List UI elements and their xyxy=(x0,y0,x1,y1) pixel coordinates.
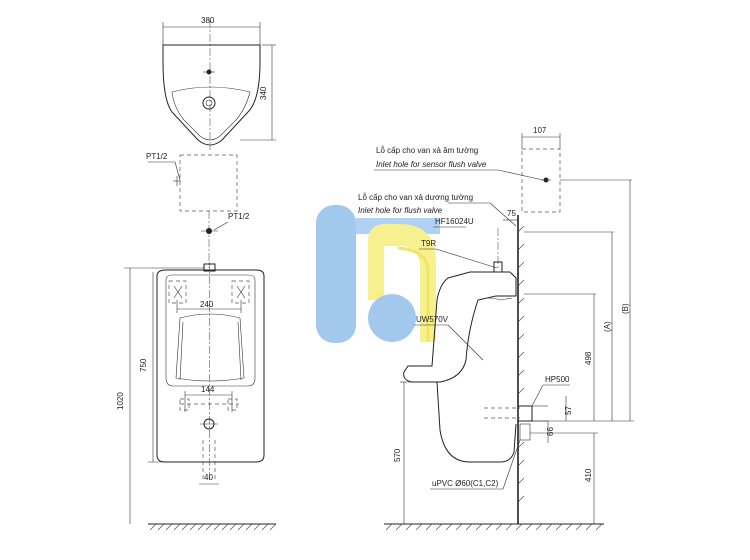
top-view-bowl xyxy=(171,86,251,141)
urinal-front-outline xyxy=(156,269,265,463)
label-flush-vn: Lỗ cấp cho van xả dương tường xyxy=(358,193,473,202)
urinal-front-bowl xyxy=(175,313,245,382)
wall-hatch xyxy=(517,225,525,503)
side-sensor-box xyxy=(521,148,561,213)
label-sensor-en: Inlet hole for sensor flush valve xyxy=(376,160,487,169)
label-hf: HF16024U xyxy=(435,217,474,226)
dim-240: 240 xyxy=(200,300,214,309)
dim-410: 410 xyxy=(584,468,593,482)
dim-1020: 1020 xyxy=(116,392,125,410)
top-drain-outer xyxy=(202,96,216,110)
label-hp: HP500 xyxy=(545,375,570,384)
dim-750: 750 xyxy=(139,358,148,372)
urinal-side-outline xyxy=(403,271,517,383)
urinal-side-lower xyxy=(436,381,517,463)
dim-75: 75 xyxy=(507,209,516,218)
label-pt-upper: PT1/2 xyxy=(146,152,168,161)
dim-340: 340 xyxy=(259,86,268,100)
watermark-blue-bar xyxy=(316,205,356,343)
top-view: 380 340 xyxy=(162,16,276,150)
wall-outlet-fitting xyxy=(519,423,531,441)
hanger-left xyxy=(168,280,187,304)
label-t9r: T9R xyxy=(421,239,436,248)
label-uw: UW570V xyxy=(416,315,449,324)
side-floor-hatch xyxy=(385,523,603,531)
watermark-blue-dot xyxy=(368,294,416,342)
top-view-outline xyxy=(162,44,261,146)
dim-a: (A) xyxy=(603,321,612,332)
watermark-logo xyxy=(316,205,440,343)
front-floor-hatch xyxy=(149,523,277,531)
inlet-box-front: PT1/2 PT1/2 xyxy=(146,152,250,268)
dim-66: 66 xyxy=(546,427,555,436)
hanger-right xyxy=(231,280,250,304)
label-sensor-vn: Lỗ cấp cho van xả âm tường xyxy=(376,146,478,155)
dim-107: 107 xyxy=(533,126,547,135)
front-view: 1020 750 240 144 xyxy=(116,262,277,531)
hp500-fitting xyxy=(517,405,533,422)
dim-380: 380 xyxy=(201,16,215,25)
watermark-yellow-stroke xyxy=(397,246,430,342)
dim-b: (B) xyxy=(621,303,630,314)
dim-40: 40 xyxy=(204,473,213,482)
dim-570: 570 xyxy=(393,448,402,462)
sensor-valve-box xyxy=(179,154,238,212)
label-upvc: uPVC Ø60(C1,C2) xyxy=(432,479,499,488)
urinal-front-inner xyxy=(165,274,256,387)
dim-144: 144 xyxy=(201,385,215,394)
top-drain-inner xyxy=(205,99,213,107)
side-view: 107 Lỗ cấp cho van xả âm tường Inlet hol… xyxy=(358,126,634,531)
label-flush-en: Inlet hole for flush valve xyxy=(358,206,443,215)
dim-498: 498 xyxy=(584,351,593,365)
label-pt-lower: PT1/2 xyxy=(228,212,250,221)
dim-57: 57 xyxy=(564,406,573,415)
